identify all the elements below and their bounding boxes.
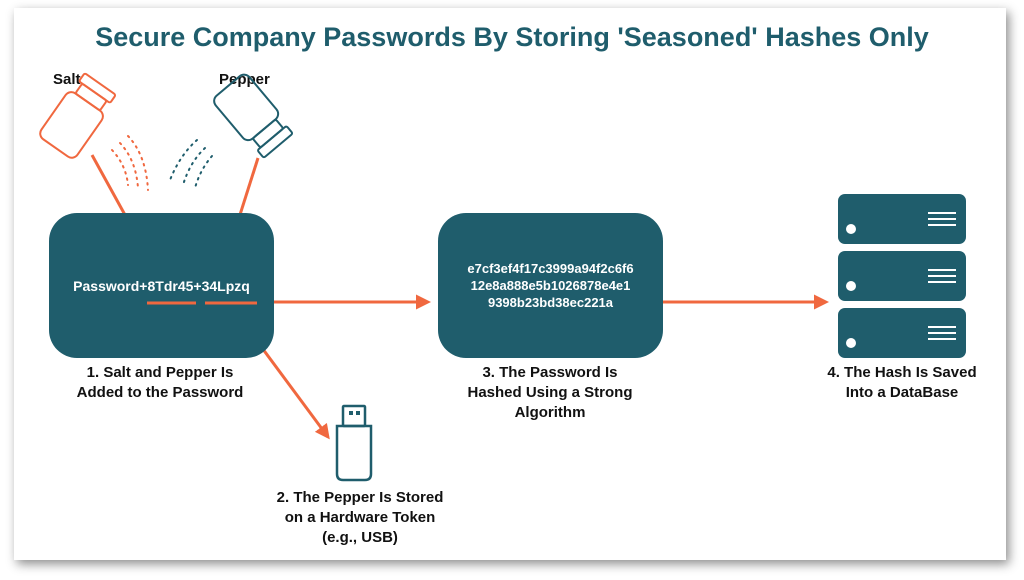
pepper-shaker-icon	[213, 73, 294, 159]
hash-box: e7cf3ef4f17c3999a94f2c6f6 12e8a888e5b102…	[438, 213, 663, 358]
step-3-caption: 3. The Password Is Hashed Using a Strong…	[467, 364, 633, 421]
hash-line-1: e7cf3ef4f17c3999a94f2c6f6	[467, 261, 634, 276]
password-text: Password+8Tdr45+34Lpzq	[73, 277, 250, 294]
salt-label: Salt	[53, 71, 81, 88]
hash-line-3: 9398b23bd38ec221a	[487, 295, 614, 310]
usb-drive-icon	[335, 404, 373, 482]
server-unit	[838, 308, 966, 358]
pepper-sprinkle-icon	[169, 139, 213, 189]
diagram-title: Secure Company Passwords By Storing 'Sea…	[95, 22, 929, 52]
salt-shaker-icon	[39, 72, 117, 159]
server-unit	[838, 194, 966, 244]
salt-sprinkle-icon	[111, 135, 149, 191]
step-1-caption: 1. Salt and Pepper Is Added to the Passw…	[76, 364, 244, 401]
password-box: Password+8Tdr45+34Lpzq	[49, 213, 274, 358]
hash-line-2: 12e8a888e5b1026878e4e1	[470, 278, 631, 293]
step-4-caption: 4. The Hash Is Saved Into a DataBase	[827, 364, 977, 401]
step-2-caption: 2. The Pepper Is Stored on a Hardware To…	[276, 489, 444, 546]
server-unit	[838, 251, 966, 301]
